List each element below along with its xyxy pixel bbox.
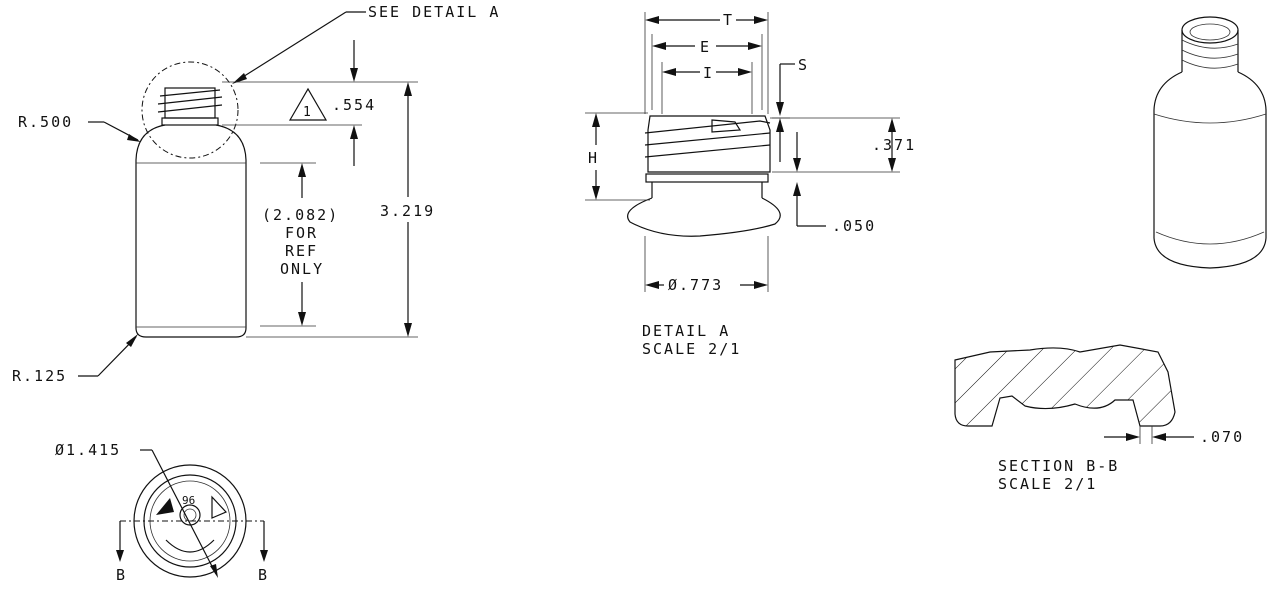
dim-050-label: .050 [832,217,876,235]
diameter-1415-label: Ø1.415 [55,441,121,459]
r125-label: R.125 [12,367,67,385]
section-b-left-label: B [116,566,127,584]
dim-2082-lines [260,162,316,327]
ref-only: ONLY [280,260,324,278]
bottle-front-view [135,87,247,338]
section-scale: SCALE 2/1 [998,475,1097,493]
r500-label: R.500 [18,113,73,131]
detail-title: DETAIL A [642,322,730,340]
dim-h-label: H [588,149,599,167]
diameter-773-label: Ø.773 [668,276,723,294]
detail-scale: SCALE 2/1 [642,340,741,358]
bottle-bottom-view [116,449,268,578]
bottle-isometric-view [1153,16,1267,269]
dim-s-label: S [798,56,809,74]
detail-a-circle [141,61,239,159]
dim-t-label: T [723,11,734,29]
section-title: SECTION B-B [998,457,1119,475]
r125-leader [78,334,138,377]
dim-i-label: I [703,64,714,82]
ref-value: (2.082) [262,206,339,224]
ref-ref: REF [285,242,318,260]
section-b-right-label: B [258,566,269,584]
dim-070-label: .070 [1200,428,1244,446]
r500-leader [88,121,141,142]
height-total-label: 3.219 [380,202,435,220]
dim-371-label: .371 [872,136,916,154]
ref-for: FOR [285,224,318,242]
note-triangle-number: 1 [303,105,313,120]
dim-554-label: .554 [332,96,376,114]
see-detail-label: SEE DETAIL A [368,3,500,21]
detail-a-view [585,12,900,292]
see-detail-leader [232,11,366,84]
dim-e-label: E [700,38,711,56]
code-96-label: 96 [182,494,195,507]
dim-554-lines [222,40,418,166]
section-b-b-view [954,344,1194,444]
dim-3219-lines [246,82,418,338]
